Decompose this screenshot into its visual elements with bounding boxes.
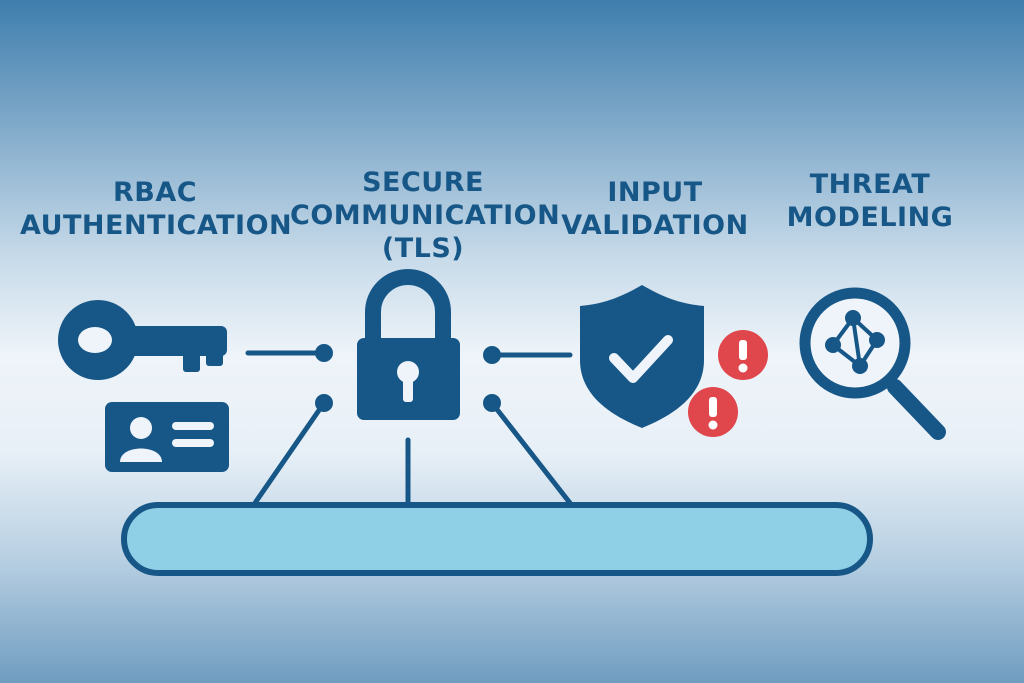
shield-check-icon (580, 285, 704, 428)
connector-node (483, 346, 501, 364)
label-input-validation: INPUT VALIDATION (555, 176, 755, 242)
padlock-icon (357, 269, 460, 420)
alert-icon (688, 387, 738, 437)
label-threat-modeling: THREAT MODELING (770, 168, 970, 234)
label-rbac-authentication: RBAC AUTHENTICATION (20, 176, 293, 242)
label-secure-line2: COMMUNICATION (290, 200, 561, 231)
label-secure-communication: SECURE COMMUNICATION (TLS) (290, 166, 561, 265)
magnifier-network-icon (799, 287, 946, 440)
label-secure-line1: SECURE (362, 167, 484, 198)
id-card-icon (105, 402, 229, 472)
connector-left-diag (252, 400, 327, 506)
connectors (245, 344, 573, 506)
label-secure-line3: (TLS) (381, 233, 465, 264)
label-input-line2: VALIDATION (561, 210, 749, 241)
key-icon (58, 300, 227, 380)
label-threat-line2: MODELING (786, 202, 954, 233)
connector-node (315, 344, 333, 362)
label-rbac-line2: AUTHENTICATION (20, 210, 293, 241)
base-bar (121, 502, 873, 576)
label-input-line1: INPUT (607, 177, 703, 208)
connector-right-diag (489, 400, 573, 506)
alert-icon (718, 330, 768, 380)
label-threat-line1: THREAT (809, 169, 931, 200)
label-rbac-line1: RBAC (112, 177, 198, 208)
connector-node (483, 394, 501, 412)
connector-node (315, 394, 333, 412)
